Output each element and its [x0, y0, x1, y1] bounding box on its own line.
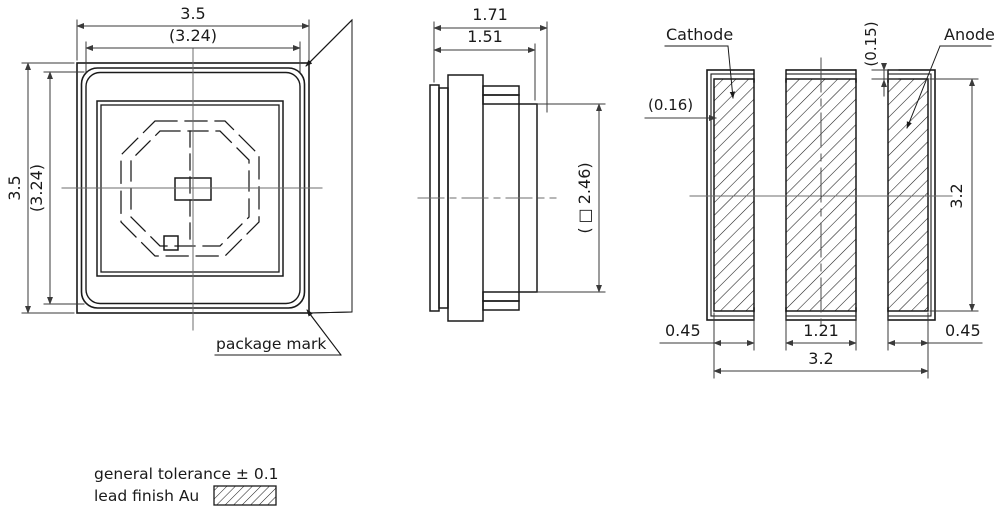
cathode-label: Cathode: [666, 25, 733, 44]
dim-label-pad-width-right: 0.45: [945, 321, 981, 340]
dim-label-bottom-total-width: 3.2: [808, 349, 833, 368]
top-view-orientation-mark: [163, 235, 179, 251]
package-mark-leaders: [214, 19, 353, 356]
legend-hatch-swatch: [213, 485, 277, 506]
bottom-view-pad-cathode: [713, 78, 755, 312]
dim-side-2-46: [536, 103, 606, 293]
dim-label-height-outer: 3.5: [5, 175, 24, 200]
dim-label-width-inner: (3.24): [169, 26, 217, 45]
cathode-leader: [664, 45, 736, 99]
legend-lead-finish-label: lead finish Au: [94, 487, 199, 505]
top-view-die-octagon-outer: [120, 120, 260, 257]
side-view: 1.71 1.51 ( □ 2.46): [417, 5, 606, 322]
legend: general tolerance ± 0.1 lead finish Au: [94, 465, 279, 506]
top-view-die-octagon-inner: [130, 130, 250, 247]
dim-label-width-outer: 3.5: [180, 4, 205, 23]
dim-bottom-height-3-2: [929, 78, 979, 312]
side-view-shoulder-bottom-a: [482, 291, 520, 302]
bottom-view: Cathode Anode (0.15) (0.16) 3.2: [644, 21, 994, 379]
dim-top-3-24: [85, 41, 301, 73]
dim-label-side-height-group: ( □ 2.46): [575, 162, 594, 233]
side-view-shoulder-top-b: [482, 94, 520, 105]
paren-close: ): [575, 162, 594, 168]
dim-label-pad-gap-top: (0.15): [862, 21, 880, 66]
dim-label-pad-inset-left: (0.16): [648, 96, 693, 114]
package-mark-label: package mark: [216, 335, 326, 353]
dim-label-side-height: ( □ 2.46): [575, 162, 594, 233]
dim-label-pad-width-left: 0.45: [665, 321, 701, 340]
dim-label-height-inner: (3.24): [27, 164, 46, 212]
paren-open: (: [575, 227, 594, 233]
anode-leader: [906, 45, 992, 129]
top-view: 3.5 (3.24) 3.5 (3.24) package mark: [5, 4, 353, 356]
anode-label: Anode: [944, 25, 994, 44]
dim-label-pad-width-center: 1.21: [803, 321, 839, 340]
dim-left-3-5: [21, 62, 75, 314]
dim-left-3-24: [43, 71, 85, 305]
dim-bottom-0-15: [871, 62, 899, 97]
side-view-shoulder-top-a: [482, 85, 520, 96]
dim-side-1-51: [433, 43, 536, 101]
legend-tolerance-label: general tolerance ± 0.1: [94, 465, 279, 483]
dim-label-bottom-total-height: 3.2: [947, 183, 966, 208]
side-view-shoulder-bottom-b: [482, 300, 520, 311]
dim-label-side-height-value: 2.46: [575, 169, 594, 205]
top-view-center-lines: [61, 47, 323, 331]
dim-label-side-total-width: 1.71: [472, 5, 508, 24]
dim-top-3-5: [76, 19, 310, 61]
bottom-view-pad-anode: [887, 78, 929, 312]
dim-label-side-height-prefix: □: [575, 208, 594, 223]
dim-label-side-body-width: 1.51: [467, 27, 503, 46]
